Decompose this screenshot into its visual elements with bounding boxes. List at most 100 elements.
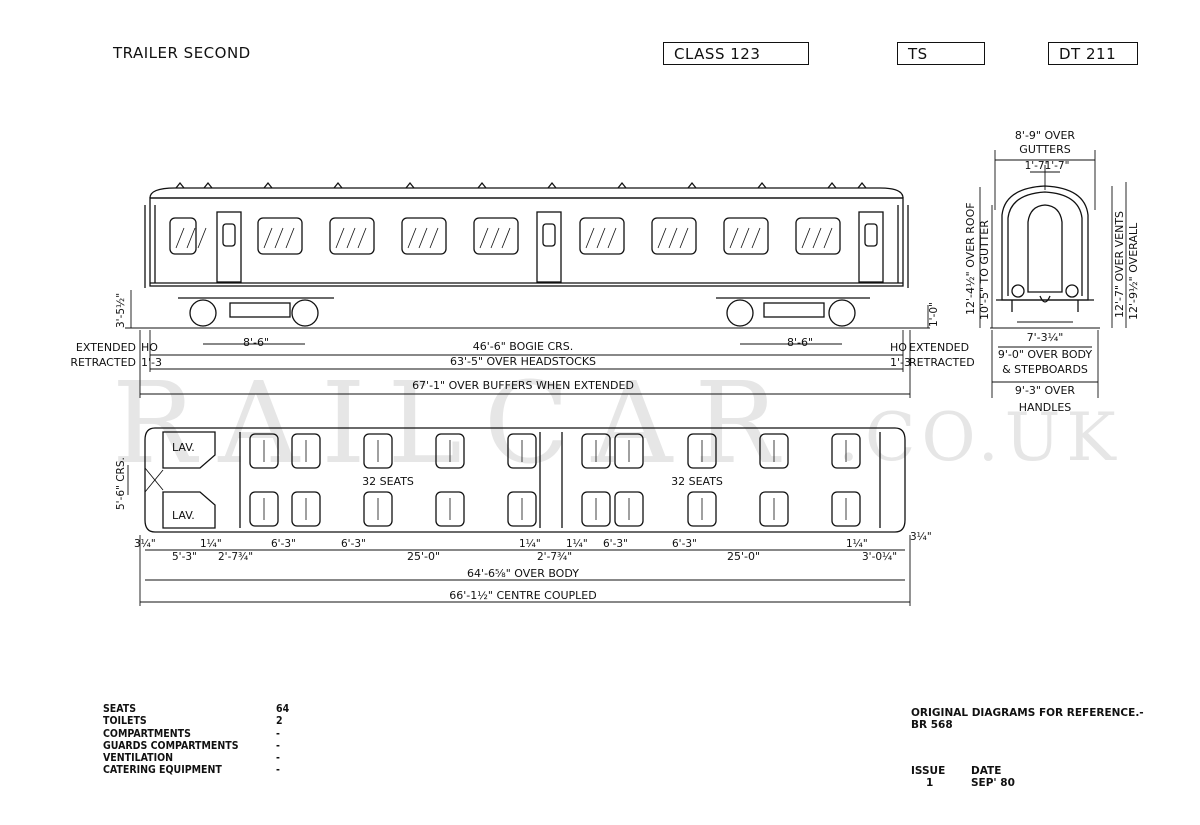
body-outline <box>149 197 904 287</box>
number-box: DT 211 <box>1048 42 1138 65</box>
dim-overall: 12'-9½" OVERALL <box>1127 222 1140 320</box>
dim-63-c: 6'-3" <box>603 538 628 550</box>
label-seats-left: 32 SEATS <box>362 475 414 488</box>
seat <box>581 491 611 527</box>
window <box>795 217 841 255</box>
dim-over-roof: 12'-4½" OVER ROOF <box>964 202 977 315</box>
spec-label: TOILETS <box>103 715 147 728</box>
wheel-3 <box>726 299 754 327</box>
spec-row: CATERING EQUIPMENT - <box>103 764 306 776</box>
seat <box>687 433 717 469</box>
roof-vent <box>477 181 487 189</box>
dim-25-a: 25'-0" <box>407 550 440 563</box>
type-box: TS <box>897 42 985 65</box>
door-centre <box>536 211 562 283</box>
seat <box>363 491 393 527</box>
roof-vent <box>263 181 273 189</box>
dim-over-handles-2: HANDLES <box>1019 401 1072 414</box>
window-glazing-mark <box>596 227 606 249</box>
dim-63-a: 6'-3" <box>271 538 296 550</box>
seat <box>507 491 537 527</box>
door-window <box>864 223 878 247</box>
label-extended-left: EXTENDED <box>76 341 136 354</box>
spec-value: - <box>276 739 280 752</box>
dim-1q-b: 1¼" <box>519 538 541 550</box>
spec-row: GUARDS COMPARTMENTS - <box>103 740 306 752</box>
door-window <box>222 223 236 247</box>
window <box>257 217 303 255</box>
lav-bottom-outline <box>162 491 216 529</box>
dim-bogie-right: 8'-6" <box>787 336 813 349</box>
bogie-frame-left <box>229 302 291 318</box>
window <box>401 217 447 255</box>
bogie-frame-right <box>763 302 825 318</box>
seat <box>249 433 279 469</box>
spec-row: COMPARTMENTS - <box>103 728 306 740</box>
window-glazing-mark <box>490 227 500 249</box>
roof-vent <box>757 181 767 189</box>
seat <box>759 491 789 527</box>
seat <box>291 491 321 527</box>
wheel-1 <box>189 299 217 327</box>
window-glazing-mark <box>751 227 761 249</box>
label-seats-right: 32 SEATS <box>671 475 723 488</box>
plan-labels: LAV. LAV. 32 SEATS 32 SEATS 5'-6" CRS. <box>115 441 723 522</box>
spec-label: COMPARTMENTS <box>103 727 191 740</box>
window <box>579 217 625 255</box>
seat <box>614 491 644 527</box>
dim-63-d: 6'-3" <box>672 538 697 550</box>
dim-height-left: 3'-5½" <box>115 293 127 328</box>
roof-vent <box>333 181 343 189</box>
dim-over-body: 9'-0" OVER BODY <box>998 348 1093 361</box>
dim-3-0: 3'-0¼" <box>862 551 897 563</box>
seat <box>363 433 393 469</box>
roof-vent <box>175 181 185 189</box>
window-glazing-mark <box>285 227 295 249</box>
dim-5-3: 5'-3" <box>172 551 197 563</box>
window-glazing-mark <box>740 227 750 249</box>
window-glazing-mark <box>729 227 739 249</box>
spec-row: TOILETS 2 <box>103 715 306 727</box>
window-glazing-mark <box>357 227 367 249</box>
window-glazing-mark <box>429 227 439 249</box>
watermark-suffix: .CO.UK <box>838 399 1122 476</box>
end-coupling <box>1039 295 1051 303</box>
window-glazing-mark <box>585 227 595 249</box>
side-elevation <box>125 181 930 329</box>
dim-1q-c: 1¼" <box>566 538 588 550</box>
seat <box>507 433 537 469</box>
dim-crs: 5'-6" CRS. <box>115 457 127 510</box>
spec-label: SEATS <box>103 703 137 715</box>
window-glazing-mark <box>679 227 689 249</box>
dim-27a: 2'-7¾" <box>218 551 253 563</box>
seat <box>614 433 644 469</box>
label-lav-bottom: LAV. <box>172 509 195 522</box>
plan-body-outline <box>144 427 906 533</box>
seat <box>249 491 279 527</box>
seat <box>435 433 465 469</box>
spec-value: - <box>276 764 280 777</box>
window-glazing-mark <box>407 227 417 249</box>
window-glazing-mark <box>274 227 284 249</box>
dim-step-b: 1'-7" <box>1045 160 1070 172</box>
end-buffer-right <box>1065 284 1079 298</box>
spec-value: - <box>276 727 280 740</box>
dim-ext-left: 1'-3 <box>141 356 162 369</box>
dim-over-headstocks: 63'-5" OVER HEADSTOCKS <box>450 355 596 368</box>
spec-label: CATERING EQUIPMENT <box>103 764 222 777</box>
label-retracted-left: RETRACTED <box>70 356 136 369</box>
window <box>473 217 519 255</box>
dim-height-right: 1'-0" <box>928 302 940 327</box>
side-windows <box>169 217 878 255</box>
window-glazing-mark <box>186 227 196 249</box>
roof-line <box>149 187 904 199</box>
plan-seats <box>249 433 861 527</box>
spec-label: GUARDS COMPARTMENTS <box>103 739 239 752</box>
lav-top-outline <box>162 431 216 469</box>
date-value: SEP' 80 <box>971 777 1015 789</box>
seat <box>759 433 789 469</box>
spec-value: 2 <box>276 715 283 728</box>
